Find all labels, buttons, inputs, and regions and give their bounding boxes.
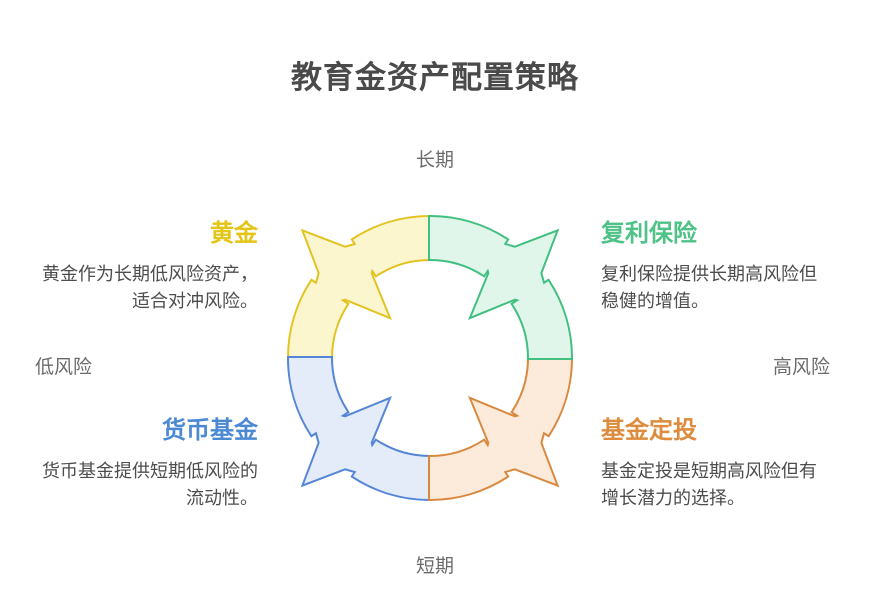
desc-line: 增长潜力的选择。 [601, 488, 745, 508]
desc-line: 复利保险提供长期高风险但 [601, 264, 817, 284]
quadrant-desc-money-fund: 货币基金提供短期低风险的 流动性。 [0, 458, 258, 512]
quadrant-desc-fund-auto-invest: 基金定投是短期高风险但有 增长潜力的选择。 [601, 458, 861, 512]
quadrant-desc-gold: 黄金作为长期低风险资产， 适合对冲风险。 [0, 261, 258, 315]
cycle-segment-fund-auto-invest [428, 356, 574, 502]
quadrant-label-fund-auto-invest: 基金定投 [601, 417, 697, 444]
quadrant-block-fund-auto-invest: 基金定投 基金定投是短期高风险但有 增长潜力的选择。 [601, 416, 861, 512]
quadrant-block-compound-insurance: 复利保险 复利保险提供长期高风险但 稳健的增值。 [601, 219, 861, 315]
quadrant-block-gold: 黄金 黄金作为长期低风险资产， 适合对冲风险。 [0, 219, 258, 315]
quadrant-label-gold: 黄金 [210, 220, 258, 247]
axis-label-low-risk: 低风险 [35, 357, 93, 378]
axis-label-long-term: 长期 [415, 150, 454, 171]
desc-line: 适合对冲风险。 [132, 291, 258, 311]
quadrant-block-money-fund: 货币基金 货币基金提供短期低风险的 流动性。 [0, 416, 258, 512]
desc-line: 基金定投是短期高风险但有 [601, 461, 817, 481]
cycle-segment-gold [286, 214, 432, 360]
axis-label-short-term: 短期 [415, 556, 454, 577]
cycle-segment-compound-insurance [428, 214, 574, 360]
axis-label-high-risk: 高风险 [772, 357, 830, 378]
quadrant-desc-compound-insurance: 复利保险提供长期高风险但 稳健的增值。 [601, 261, 861, 315]
page-title: 教育金资产配置策略 [291, 60, 579, 95]
quadrant-label-compound-insurance: 复利保险 [601, 220, 697, 247]
desc-line: 黄金作为长期低风险资产， [42, 264, 258, 284]
desc-line: 稳健的增值。 [601, 291, 709, 311]
cycle-segment-money-fund [286, 356, 432, 502]
desc-line: 货币基金提供短期低风险的 [42, 461, 258, 481]
quadrant-label-money-fund: 货币基金 [162, 417, 258, 444]
desc-line: 流动性。 [186, 488, 258, 508]
